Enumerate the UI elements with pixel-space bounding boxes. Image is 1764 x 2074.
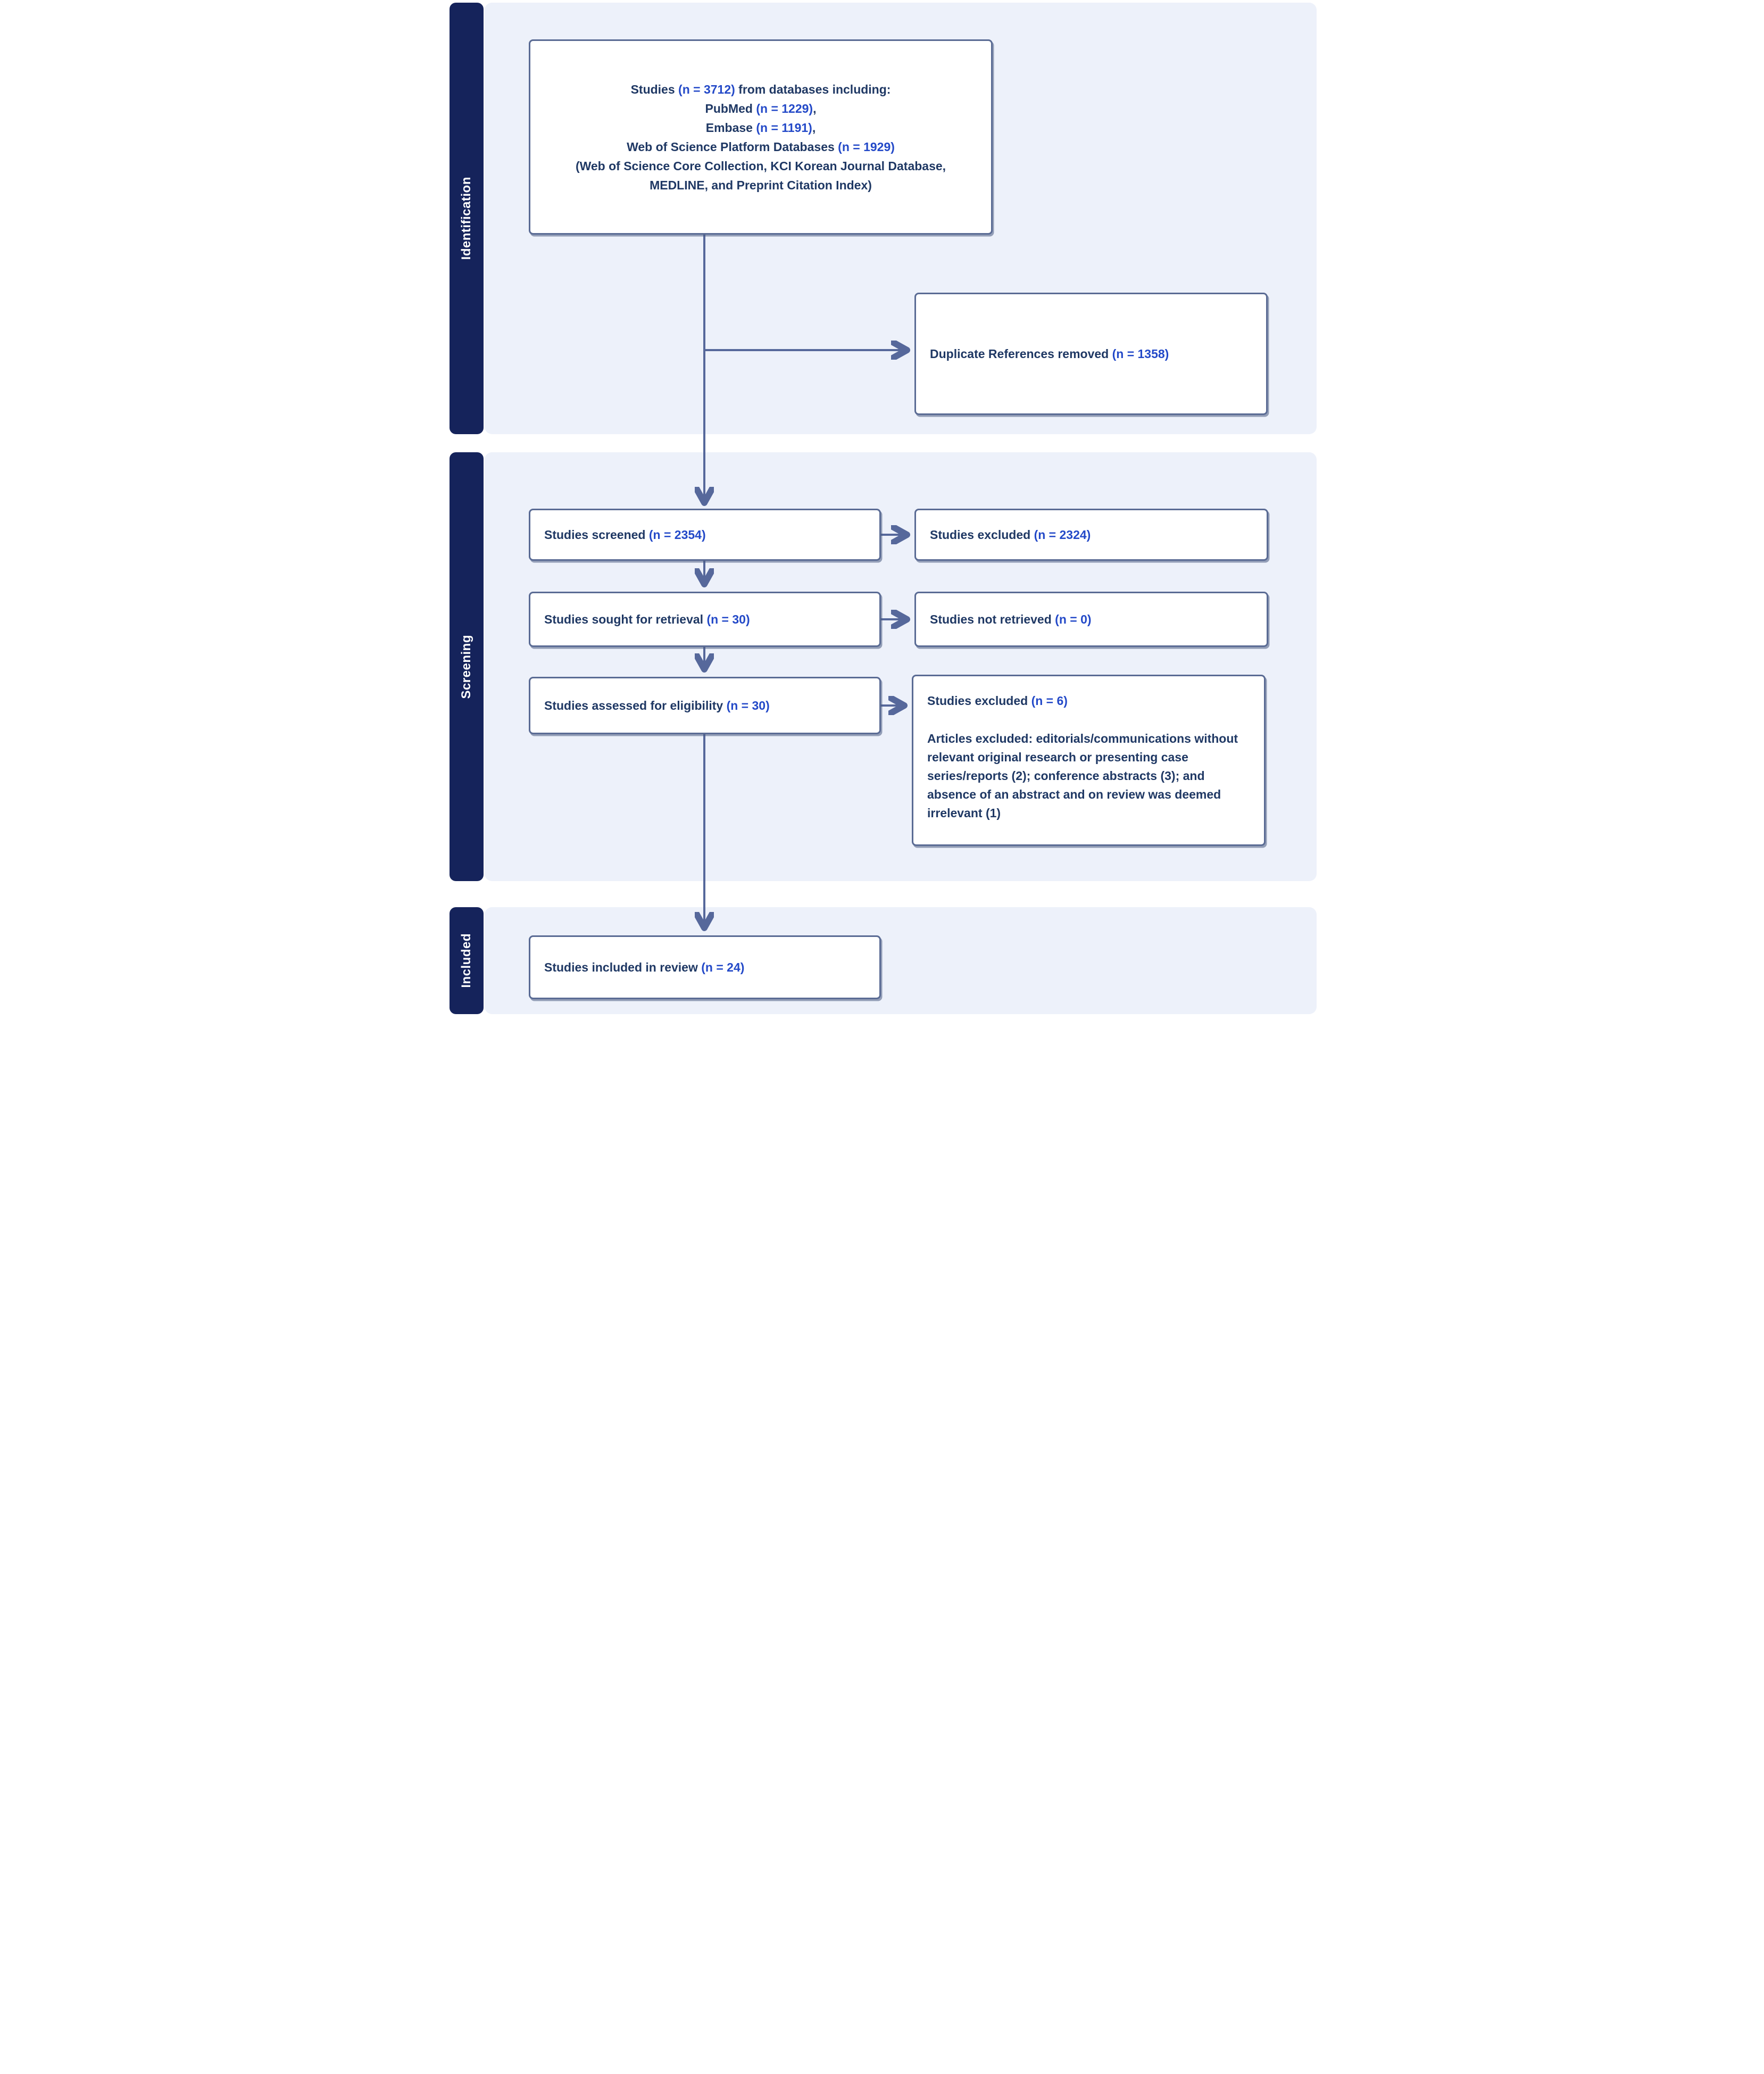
screening-stage-label: Screening: [459, 634, 473, 699]
box-studies-screened-text: Studies screened (n = 2354): [544, 528, 706, 542]
box-databases-line: (Web of Science Core Collection, KCI Kor…: [575, 159, 946, 173]
box-studies-sought: Studies sought for retrieval (n = 30): [529, 592, 881, 647]
included-stage-label: Included: [459, 933, 473, 988]
box-databases-line: MEDLINE, and Preprint Citation Index): [650, 178, 872, 192]
identification-stage-bar: Identification: [450, 3, 484, 434]
box-studies-excluded-screening: Studies excluded (n = 2324): [914, 509, 1268, 561]
box-studies-not-retrieved-text: Studies not retrieved (n = 0): [930, 612, 1092, 626]
identification-stage-label: Identification: [459, 177, 473, 260]
box-studies-included: Studies included in review (n = 24): [529, 935, 881, 999]
box-duplicates-removed-text: Duplicate References removed (n = 1358): [930, 347, 1169, 361]
prisma-flow-diagram: Identification Screening Included Studie…: [441, 0, 1323, 1037]
box-databases: Studies (n = 3712) from databases includ…: [529, 39, 993, 235]
box-studies-assessed: Studies assessed for eligibility (n = 30…: [529, 677, 881, 734]
box-studies-excluded-eligibility: Studies excluded (n = 6) Articles exclud…: [912, 675, 1266, 846]
box-databases-line: PubMed (n = 1229),: [705, 101, 817, 115]
box-studies-not-retrieved: Studies not retrieved (n = 0): [914, 592, 1268, 647]
box-studies-included-text: Studies included in review (n = 24): [544, 960, 745, 974]
box-studies-excluded-screening-text: Studies excluded (n = 2324): [930, 528, 1091, 542]
box-databases-line: Web of Science Platform Databases (n = 1…: [627, 139, 895, 154]
included-stage-bar: Included: [450, 907, 484, 1014]
box-studies-screened: Studies screened (n = 2354): [529, 509, 881, 561]
box-studies-excluded-eligibility-heading: Studies excluded (n = 6): [927, 694, 1068, 708]
box-databases-line: Embase (n = 1191),: [705, 120, 816, 135]
box-studies-excluded-eligibility-body: Articles excluded: editorials/communicat…: [927, 732, 1238, 820]
box-duplicates-removed: Duplicate References removed (n = 1358): [914, 293, 1268, 415]
box-studies-assessed-text: Studies assessed for eligibility (n = 30…: [544, 699, 770, 712]
screening-stage-bar: Screening: [450, 452, 484, 881]
box-studies-sought-text: Studies sought for retrieval (n = 30): [544, 612, 750, 626]
box-databases-line: Studies (n = 3712) from databases includ…: [630, 82, 891, 96]
